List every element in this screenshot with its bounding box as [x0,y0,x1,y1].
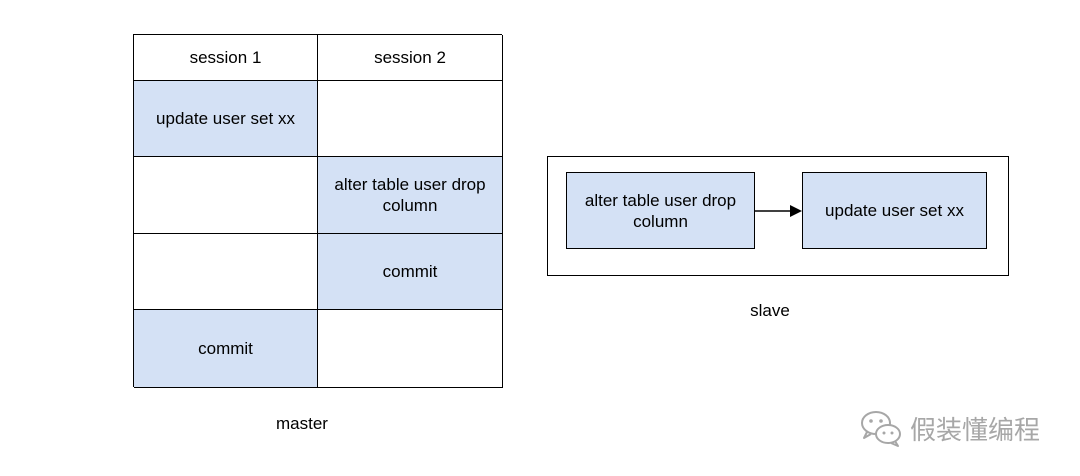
header-session-1: session 1 [134,35,318,81]
row-1-session-1: update user set xx [134,81,318,157]
slave-frame [547,156,1009,276]
slave-box-update-user: update user set xx [802,172,987,249]
row-1-session-2 [318,81,503,157]
row-4-session-1: commit [134,310,318,388]
slave-caption: slave [750,301,790,320]
master-session-table: session 1 session 2 update user set xx a… [133,34,503,388]
master-caption: master [276,414,328,433]
row-2-session-1 [134,157,318,234]
arrow-right-icon [754,205,802,217]
row-3-session-2: commit [318,234,503,310]
watermark: 假装懂编程 [858,406,1040,450]
slave-box-alter-table: alter table user drop column [566,172,755,249]
row-3-session-1 [134,234,318,310]
row-4-session-2 [318,310,503,388]
watermark-text: 假装懂编程 [910,415,1041,446]
wechat-icon [861,411,901,447]
row-2-session-2: alter table user drop column [318,157,503,234]
header-session-2: session 2 [318,35,503,81]
